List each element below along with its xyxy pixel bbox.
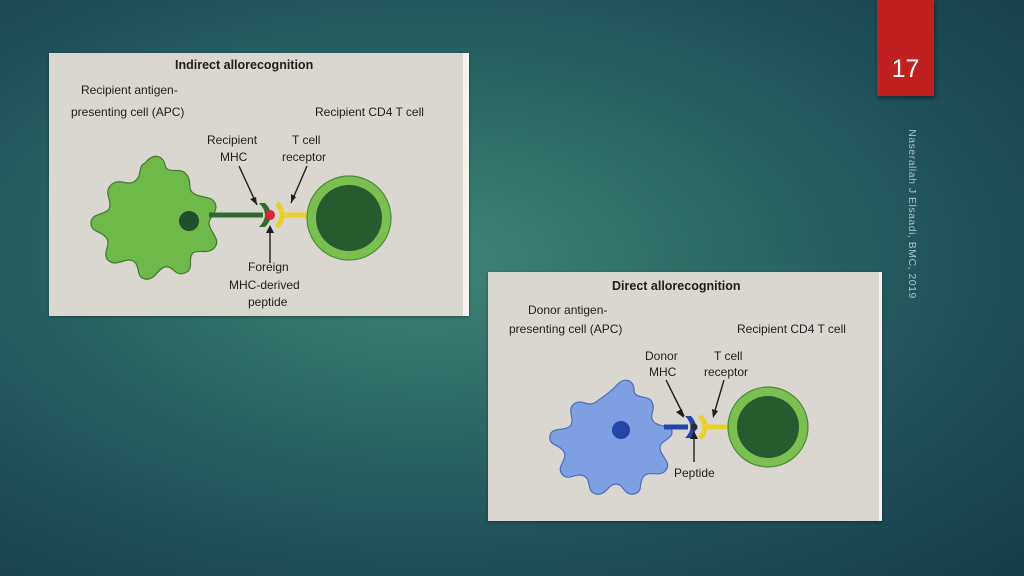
recipient-apc-cell [90,155,218,280]
indirect-allorecognition-figure: Indirect allorecognition Recipient antig… [49,53,469,316]
citation: Naserallah J Elsaadi, BMC, 2019 [906,129,918,299]
tcr-arrow [713,379,725,415]
peptide-label-line-2: MHC-derived [229,278,300,292]
direct-allorecognition-figure: Direct allorecognition Donor antigen- pr… [488,272,882,521]
tcr-label-line-2: receptor [282,150,326,164]
peptide-label-line-1: Foreign [248,260,289,274]
apc-label-line-2: presenting cell (APC) [71,105,184,119]
foreign-peptide [265,210,275,220]
figure-title: Direct allorecognition [612,279,741,293]
mhc-label-line-2: MHC [220,150,248,164]
apc-label-line-1: Recipient antigen- [81,83,178,97]
t-cell-nucleus [737,396,799,458]
indirect-diagram: Indirect allorecognition Recipient antig… [71,58,424,309]
direct-diagram: Direct allorecognition Donor antigen- pr… [509,279,846,495]
mhc-label-line-2: MHC [649,365,677,379]
apc-nucleus [612,421,630,439]
tcr-label-line-1: T cell [292,133,320,147]
mhc-label-line-1: Recipient [207,133,258,147]
peptide-label-line-3: peptide [248,295,288,309]
apc-nucleus [179,211,199,231]
t-cell-label: Recipient CD4 T cell [315,105,424,119]
slide-number-badge: 17 [877,0,934,96]
peptide [690,423,698,431]
t-cell-nucleus [316,185,382,251]
figure-title: Indirect allorecognition [175,58,313,72]
tcr-label-line-2: receptor [704,365,748,379]
slide-number: 17 [891,55,920,83]
mhc-label-line-1: Donor [645,349,678,363]
donor-apc-cell [549,379,673,495]
t-cell-label: Recipient CD4 T cell [737,322,846,336]
apc-label-line-2: presenting cell (APC) [509,322,622,336]
apc-label-line-1: Donor antigen- [528,303,607,317]
peptide-label: Peptide [674,466,715,480]
tcr-label-line-1: T cell [714,349,742,363]
